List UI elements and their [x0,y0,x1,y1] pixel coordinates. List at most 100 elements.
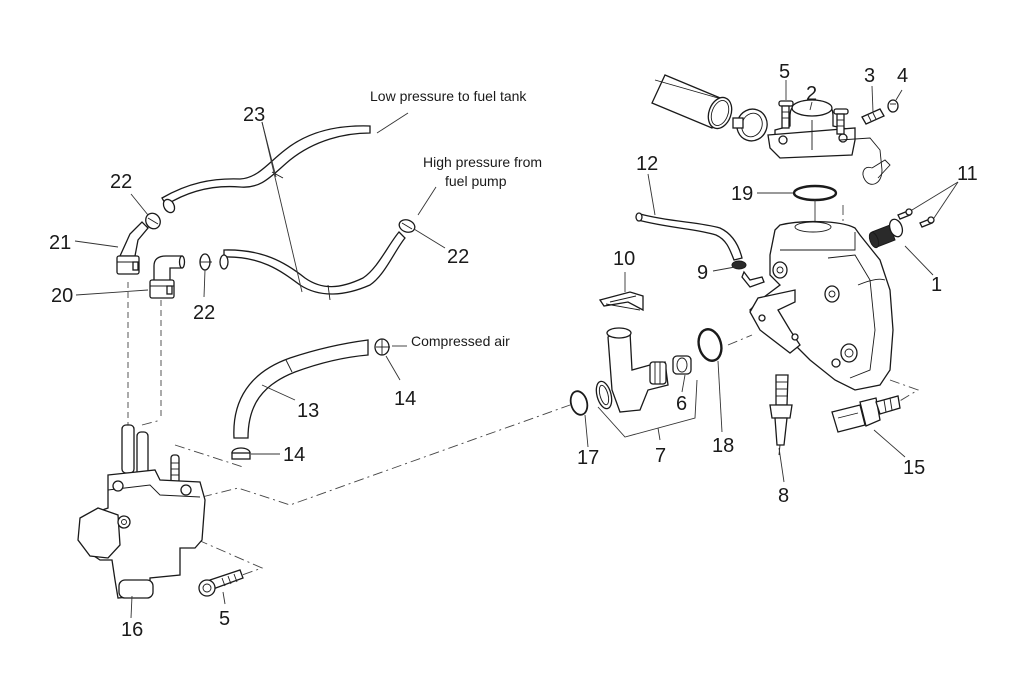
part-21-elbow-connector-45 [116,221,149,275]
screw-head [833,108,849,115]
screw-b-head [927,216,935,224]
leader-14-top [385,355,401,381]
leader-9 [712,266,736,272]
flange-hole [791,333,799,341]
callout-13: 13 [297,400,319,422]
leader-7-bracket [597,379,698,438]
plug-thread [775,374,789,406]
hose-mark [285,359,293,373]
pipe-edge [654,79,726,101]
sensor-connector [831,404,866,433]
callout-5-top: 5 [779,61,790,83]
boss-bore [828,290,836,298]
callout-22-upper-left: 22 [110,171,132,193]
housing-boss-left [772,261,788,279]
callout-19: 19 [731,183,753,205]
part-20-elbow-connector-90 [149,255,186,299]
callout-4: 4 [897,65,908,87]
hose-body [233,339,369,439]
housing-boss-lower [840,343,858,363]
leader-high-pressure [417,186,437,216]
leader-low-pressure [376,112,409,134]
leader-12 [647,173,656,216]
part-4-cap [887,99,899,113]
callout-14-top: 14 [394,388,416,410]
assembly-line-16-top [141,419,162,426]
part-9-elbow-fitting [731,260,765,288]
leader-22-lower-left [203,269,206,298]
housing-edge [780,232,856,251]
connector-line [837,412,859,419]
leader-13 [261,384,296,401]
bolt-head [198,579,216,597]
part-6-bushing [672,355,692,375]
callout-21: 21 [49,232,71,254]
hose-lower [223,231,406,295]
clamp-band [401,222,413,230]
part-2-bracket [839,137,891,185]
callout-7: 7 [655,445,666,467]
bleed-screw-body [861,108,885,125]
annotation-low-pressure: Low pressure to fuel tank [370,88,527,104]
part-1-head-cover [748,220,894,391]
part-22-clamp-upper-left [145,212,161,230]
callout-3: 3 [864,65,875,87]
part-5-screws-top [778,100,849,135]
boss-bore [844,348,854,358]
sensor-thread-line [883,399,887,413]
callout-10: 10 [613,248,635,270]
regulator-base [118,579,154,599]
callout-15: 15 [903,457,925,479]
leader-5-bottom [222,591,226,605]
boss-bore [776,266,784,274]
callout-23: 23 [243,104,265,126]
cap-hole-right [838,133,848,143]
injector-seal [595,380,613,410]
part-3-bleed-screw [861,108,885,125]
callout-14-bottom: 14 [283,444,305,466]
callout-5-bottom: 5 [219,608,230,630]
elbow-body [153,255,183,283]
regulator-bolt-head [112,480,124,492]
leader-23b [261,121,303,293]
leader-4 [895,89,903,101]
sensor-hex [859,397,881,427]
clip-detail [605,295,641,311]
callout-1: 1 [931,274,942,296]
leader-16 [130,595,133,619]
bolt-head-inner [202,583,212,593]
housing-wire [857,278,886,286]
part-8-spark-plug [769,374,793,456]
sensor-thread [875,395,901,415]
pipe-end-inner [710,100,730,126]
thread [867,114,872,122]
bushing-bore [676,357,688,373]
hose-clamp-screw [732,117,744,129]
cap-flange [767,127,856,159]
screw-shank [836,113,845,135]
elbow-end [178,255,186,269]
bracket-tab [871,159,891,179]
callout-16: 16 [121,619,143,641]
leader-6 [681,374,686,393]
filter-end [868,231,880,249]
part-22-clamp-right [398,219,416,233]
leader-21 [74,240,119,248]
clamp-9 [731,260,747,270]
part-2-air-inlet-cap [767,99,856,159]
housing-top-bore [794,221,832,233]
annotations: Low pressure to fuel tank High pressure … [370,88,542,349]
regulator-knob [77,507,121,559]
part-19-o-ring [792,184,838,202]
regulator-flange-line [107,484,201,498]
part-10-clip [598,291,644,312]
leader-17 [584,414,589,448]
cap-hole-left [778,135,788,145]
leader-7 [657,427,661,441]
hose-end [635,212,643,222]
leader-11b [933,181,959,219]
callout-17: 17 [577,447,599,469]
assembly-line-screw-5 [197,539,264,576]
bracket-clip [839,137,883,185]
callout-18: 18 [712,435,734,457]
